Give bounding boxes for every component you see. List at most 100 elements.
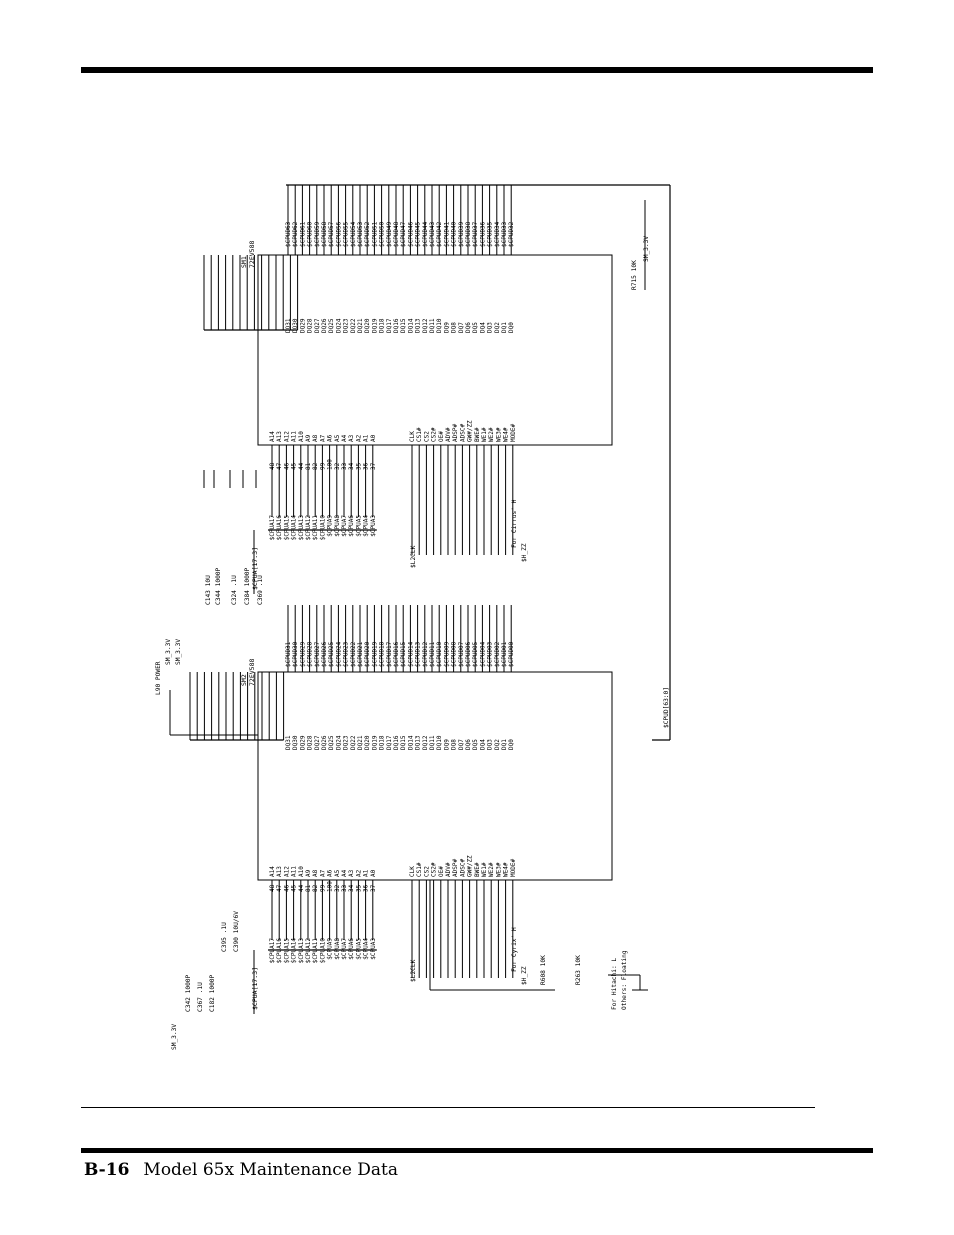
sm2-data-pin-name: DQ28	[307, 735, 314, 750]
sm1-addr-net: $CPUA15	[283, 515, 290, 541]
sm2-addr-pin-name: A0	[370, 869, 377, 877]
sm1-ctrl-pin-name: ADSP#	[452, 424, 459, 442]
sm2-data-pin-name: DQ16	[393, 735, 400, 750]
sm1-data-net: $CPUD45	[415, 221, 422, 247]
sm2-data-pin-name: DQ23	[343, 735, 350, 750]
sm1-data-net: $CPUD55	[343, 221, 350, 247]
sm1-body	[257, 254, 613, 446]
sm2-data-net: $CPUD14	[407, 641, 414, 667]
sm2-addr-pin-num: 48	[269, 884, 276, 892]
sm1-data-pin-name: DQ1	[501, 322, 508, 333]
sm2-addr-pin-name: A14	[269, 866, 276, 877]
sm2-ctrl-pin-name: WE4#	[503, 862, 510, 877]
sm2-data-pin-name: DQ21	[357, 735, 364, 750]
sm1-ctrl-pin-name: CS2	[423, 431, 430, 442]
sm2-part: 72EV588	[248, 659, 256, 686]
sm1-data-pin-name: DQ18	[379, 318, 386, 333]
sm1-data-net: $CPUD37	[472, 221, 479, 247]
sm2-data-pin-name: DQ12	[422, 735, 429, 750]
sm1-addr-pin-num: 34	[348, 462, 355, 470]
sm1-addr-pin-num: 44	[298, 462, 305, 470]
sm1-data-net: $CPUD44	[422, 221, 429, 247]
sm1-data-pin-name: DQ6	[465, 322, 472, 333]
sm2-addr-pin-num: 45	[291, 884, 298, 892]
sm2-addr-pin-name: A4	[341, 869, 348, 877]
sm1-data-net: $CPUD49	[386, 221, 393, 247]
sm1-ctrl-pin-name: MODE#	[510, 424, 517, 442]
sm1-data-pin-name: DQ15	[400, 318, 407, 333]
sm1-addr-pin-name: A6	[327, 434, 334, 442]
sm1-addr-net: $CPUA9	[327, 515, 334, 537]
sm1-data-pin-name: DQ22	[350, 318, 357, 333]
sm1-addr-pin-num: 45	[291, 462, 298, 470]
sm2-data-pin-name: DQ26	[321, 735, 328, 750]
sm1-data-pin-name: DQ21	[357, 318, 364, 333]
sm2-addr-pin-num: 100	[327, 881, 334, 892]
sm2-ctrl-pin-name: BWE#	[474, 862, 481, 877]
sm1-ctrl-pin-name: CS2#	[431, 427, 438, 442]
sm2-ctrl-pin-name: CS2	[423, 866, 430, 877]
sm1-addr-net: $CPUA12	[305, 515, 312, 541]
sm1-addr-net: $CPUA10	[319, 515, 326, 541]
sm1-ctrl-pin-name: OE#	[438, 431, 445, 442]
sm2-data-net: $CPUD07	[458, 641, 465, 667]
sm1-mode-note: For Cirrus' H	[511, 499, 518, 548]
sm1-data-pin-name: DQ7	[458, 322, 465, 333]
sm1-data-net: $CPUD41	[443, 221, 450, 247]
sm2-data-pin-name: DQ30	[292, 735, 299, 750]
sm2-data-net: $CPUD05	[472, 641, 479, 667]
sm1-data-pin-name: DQ0	[508, 322, 515, 333]
sm1-ctrl-pin-name: WE4#	[503, 427, 510, 442]
sm2-data-net: $CPUD31	[285, 641, 292, 667]
sm1-cap-label: C384 1000P	[244, 567, 251, 605]
sm1-addr-pin-num: 47	[276, 462, 283, 470]
document-title: Model 65x Maintenance Data	[143, 1160, 399, 1180]
sm2-data-pin-name: DQ6	[465, 739, 472, 750]
sm2-data-net: $CPUD08	[451, 641, 458, 667]
sm1-addr-pin-num: 32	[334, 462, 341, 470]
sm2-data-pin-name: DQ8	[451, 739, 458, 750]
sm2-data-net: $CPUD23	[343, 641, 350, 667]
sm1-data-pin-name: DQ16	[393, 318, 400, 333]
sm2-data-net: $CPUD25	[328, 641, 335, 667]
sm1-data-pin-name: DQ20	[364, 318, 371, 333]
sm2-supply-label: SM_3.3V	[171, 1024, 178, 1050]
sm2-data-pin-name: DQ14	[407, 735, 414, 750]
sm2-data-net: $CPUD20	[364, 641, 371, 667]
sm2-data-pin-name: DQ27	[314, 735, 321, 750]
sm1-data-pin-name: DQ8	[451, 322, 458, 333]
sm1-addr-pin-name: A9	[305, 434, 312, 442]
sm2-addr-net: $CPUA14	[291, 938, 298, 964]
sm1-ctrl-pin-name: CS1#	[416, 427, 423, 442]
sm2-data-net: $CPUD15	[400, 641, 407, 667]
sm2-addr-pin-num: 32	[334, 884, 341, 892]
sm2-addr-pin-name: A3	[348, 869, 355, 877]
sm2-bus-label: $CPUA[17:3]	[251, 967, 259, 1010]
sm1-addr-pin-name: A5	[334, 434, 341, 442]
sm1-addr-pin-num: 82	[312, 462, 319, 470]
sm1-data-pin-name: DQ31	[285, 318, 292, 333]
sm1-addr-pin-name: A12	[283, 431, 290, 442]
sm1-addr-pin-name: A4	[341, 434, 348, 442]
sm1-ctrl-pin-name: WE2#	[488, 427, 495, 442]
sm1-data-net: $CPUD54	[350, 221, 357, 247]
sm2-data-net: $CPUD04	[479, 641, 486, 667]
sm1-data-pin-name: DQ4	[479, 322, 486, 333]
sm2-addr-net: $CPUA8	[334, 938, 341, 960]
sm1-data-net: $CPUD62	[292, 221, 299, 247]
sm1-addr-pin-num: 46	[283, 462, 290, 470]
data-bus-label: $CPUD[63:0]	[663, 687, 670, 728]
sm1-data-net: $CPUD43	[429, 221, 436, 247]
sm2-addr-net: $CPUA6	[348, 938, 355, 960]
sm2-ctrl-pin-name: MODE#	[510, 859, 517, 877]
sm2-addr-pin-num: 36	[363, 884, 370, 892]
sm2-data-pin-name: DQ13	[415, 735, 422, 750]
sm2-data-pin-name: DQ2	[494, 739, 501, 750]
sm1-addr-pin-name: A3	[348, 434, 355, 442]
sm1-data-net: $CPUD42	[436, 221, 443, 247]
sm2-addr-net: $CPUA10	[319, 938, 326, 964]
sm2-addr-net: $CPUA12	[305, 938, 312, 964]
sm1-ref: SM1	[240, 256, 248, 268]
sm1-data-net: $CPUD48	[393, 221, 400, 247]
sm2-data-net: $CPUD10	[436, 641, 443, 667]
